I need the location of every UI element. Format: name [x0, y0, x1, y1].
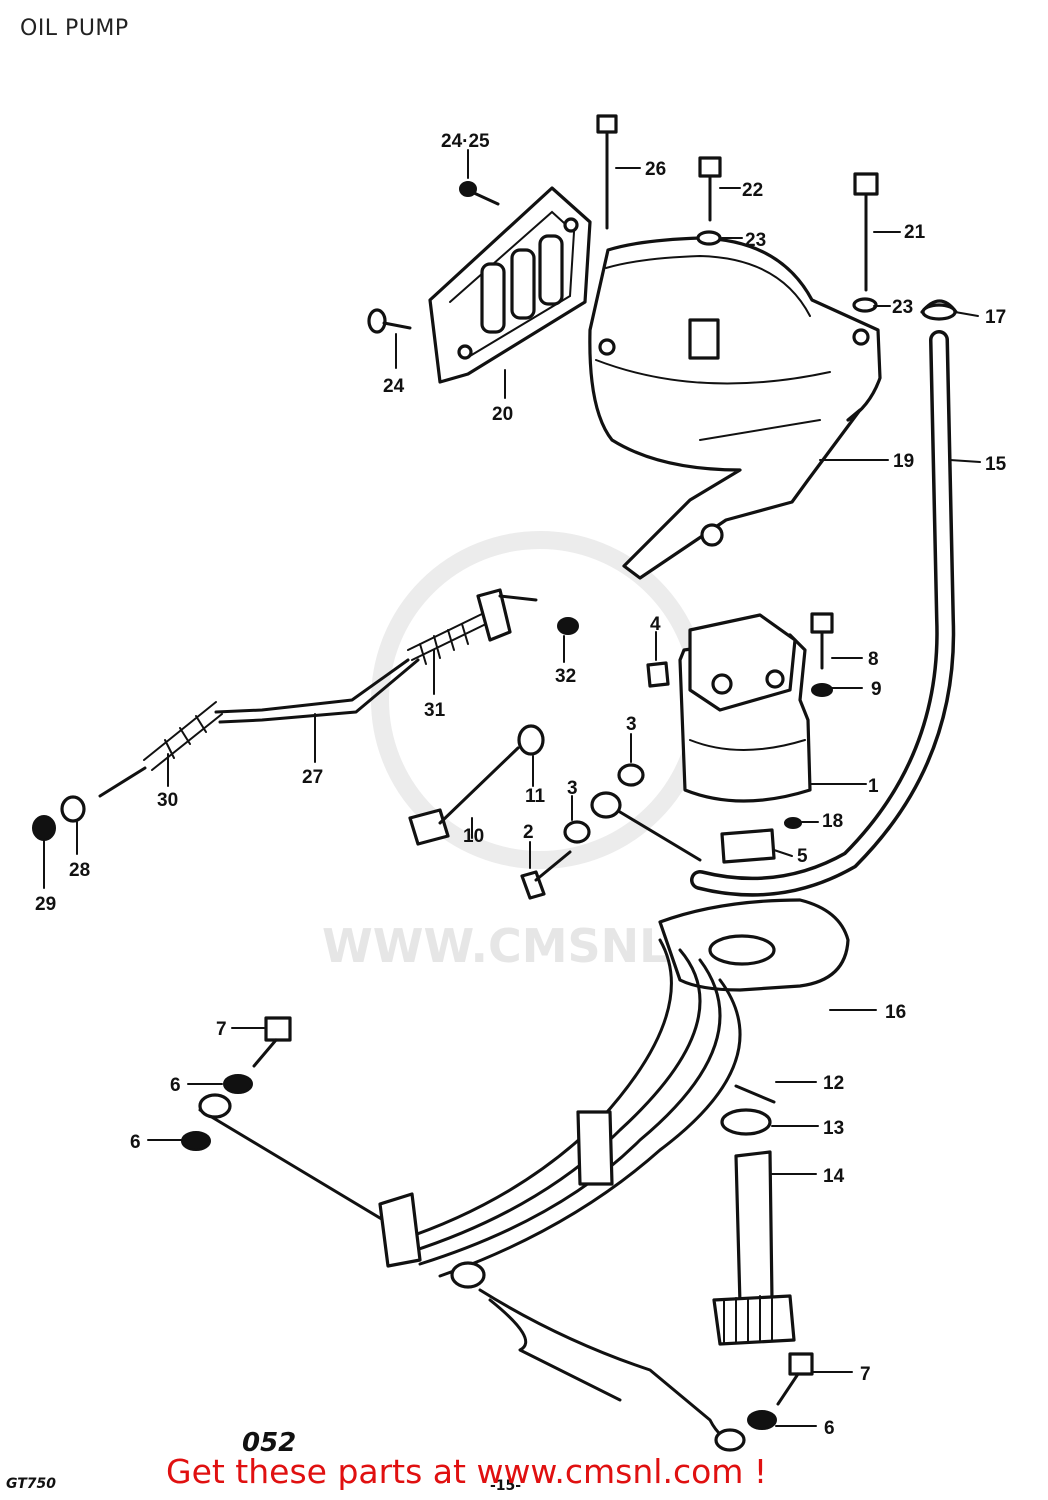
callout-27: 27	[302, 767, 323, 788]
callout-24-25: 24·25	[441, 131, 490, 152]
part-19-pump-cover	[588, 236, 882, 580]
part-7-banjo-bolt-a	[252, 1016, 292, 1068]
part-27-throttle-cable	[214, 658, 420, 724]
callout-23-a: 23	[745, 230, 766, 251]
part-12-pin	[734, 1084, 776, 1104]
part-4-nut	[646, 661, 670, 688]
callout-7-a: 7	[216, 1019, 227, 1040]
callout-22: 22	[742, 180, 763, 201]
callout-11: 11	[525, 786, 546, 807]
callout-8: 8	[868, 649, 879, 670]
callout-23-b: 23	[892, 297, 913, 318]
leader-lines	[43, 149, 981, 1427]
callout-20: 20	[492, 404, 513, 425]
callout-30: 30	[157, 790, 178, 811]
part-3-washer-a	[617, 763, 645, 787]
part-29-cap	[32, 815, 56, 841]
callout-6-a: 6	[170, 1075, 181, 1096]
part-9-washer	[811, 683, 833, 697]
part-18-oring	[784, 817, 802, 829]
callout-32: 32	[555, 666, 576, 687]
callout-2: 2	[523, 822, 534, 843]
callout-6-b: 6	[130, 1132, 141, 1153]
callout-17: 17	[985, 307, 1006, 328]
diagram-code: 052	[242, 1428, 297, 1458]
part-31-spring	[407, 588, 538, 665]
part-5-seal	[720, 828, 776, 864]
callout-labels: 24·25 26 22 23 21 23 17 24 20 19 15 32 3…	[35, 131, 1007, 1439]
callout-21: 21	[904, 222, 926, 243]
callout-9: 9	[871, 679, 882, 700]
part-8-bolt	[810, 612, 834, 670]
callout-1: 1	[868, 776, 879, 797]
part-23-washer-a	[696, 230, 722, 246]
part-6-washer-c	[747, 1410, 777, 1430]
callout-6-c: 6	[824, 1418, 835, 1439]
callout-15: 15	[985, 454, 1007, 475]
part-15-oil-hose	[690, 330, 956, 897]
callout-19: 19	[893, 451, 914, 472]
part-2-banjo-bolt	[520, 850, 572, 900]
part-21-bolt	[853, 172, 879, 292]
page-title: OIL PUMP	[20, 16, 129, 41]
part-11-nut	[517, 724, 545, 756]
part-22-bolt	[698, 156, 722, 222]
callout-16: 16	[885, 1002, 906, 1023]
callout-14: 14	[823, 1166, 845, 1187]
callout-10: 10	[463, 826, 484, 847]
part-17-clamp	[920, 299, 958, 321]
callout-12: 12	[823, 1073, 844, 1094]
part-6-washer-a	[223, 1074, 253, 1094]
part-28-nut	[60, 795, 86, 823]
part-26-long-bolt	[596, 114, 618, 230]
callout-29: 29	[35, 894, 56, 915]
part-16-oil-line-set	[198, 898, 850, 1452]
feed-pipe	[590, 791, 702, 862]
part-14-drive-gear	[712, 1150, 796, 1346]
part-24-25-screw	[459, 181, 500, 206]
callout-7-b: 7	[860, 1364, 871, 1385]
cmsnl-parts-link[interactable]: Get these parts at www.cmsnl.com !	[166, 1452, 768, 1491]
callout-24: 24	[383, 376, 405, 397]
part-10-adjust-bolt	[408, 746, 520, 846]
callout-18: 18	[822, 811, 843, 832]
callout-5: 5	[797, 846, 808, 867]
part-3-washer-b	[563, 820, 591, 844]
callout-28: 28	[69, 860, 90, 881]
part-20-cover-plate	[428, 186, 592, 384]
callout-13: 13	[823, 1118, 844, 1139]
part-7-banjo-bolt-b	[776, 1352, 814, 1406]
part-13-washer	[720, 1108, 772, 1136]
callout-26: 26	[645, 159, 666, 180]
model-code: GT750	[6, 1476, 57, 1492]
part-30-adjuster	[98, 701, 223, 798]
part-24-screw	[367, 308, 412, 334]
part-23-washer-b	[852, 297, 878, 313]
callout-31: 31	[424, 700, 446, 721]
part-6-washer-b	[181, 1131, 211, 1151]
page-number: -15-	[490, 1478, 522, 1494]
part-32-screw	[557, 617, 579, 635]
part-1-oil-pump-body	[678, 613, 812, 803]
callout-4: 4	[650, 614, 661, 635]
callout-3-b: 3	[567, 778, 578, 799]
callout-3-a: 3	[626, 714, 637, 735]
